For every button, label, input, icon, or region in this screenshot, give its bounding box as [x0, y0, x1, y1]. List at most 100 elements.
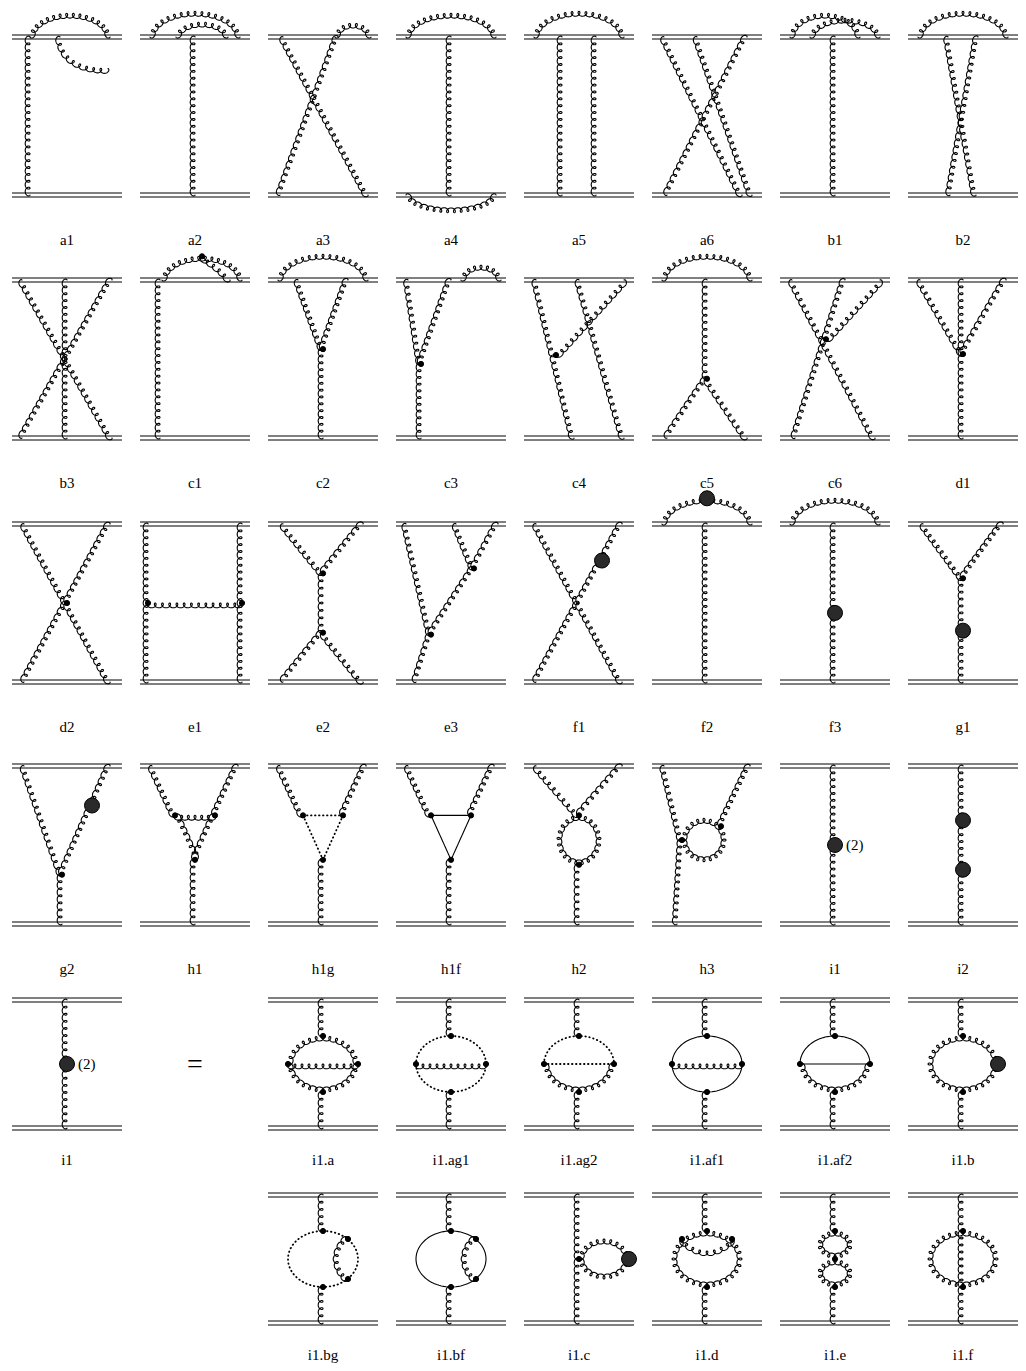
wilson-line	[268, 1193, 378, 1194]
feynman-diagram	[652, 35, 762, 197]
quark-line	[431, 815, 451, 859]
vertex-dot	[679, 1236, 684, 1241]
ghost-line	[323, 815, 343, 859]
gluon-line	[319, 278, 348, 349]
wilson-line	[652, 998, 762, 999]
gluon-line	[534, 11, 624, 38]
ghost-line	[303, 815, 323, 859]
vertex-dot	[576, 862, 581, 867]
wilson-line	[140, 922, 250, 923]
gluon-line	[149, 766, 175, 817]
vertex-dot	[345, 1236, 350, 1241]
vertex-dot	[428, 632, 433, 637]
gluon-line	[928, 1036, 998, 1092]
wilson-line	[780, 436, 890, 437]
vertex-dot	[448, 1089, 453, 1094]
gluon-line	[190, 36, 195, 196]
wilson-line	[780, 768, 890, 769]
feynman-diagram	[652, 764, 762, 926]
wilson-line	[780, 1126, 890, 1127]
gluon-line	[446, 999, 451, 1037]
wilson-line	[140, 684, 250, 685]
vertex-dot	[320, 347, 325, 352]
wilson-line	[12, 684, 122, 685]
wilson-line	[524, 768, 634, 769]
wilson-line	[780, 998, 890, 999]
vertex-dot	[739, 1061, 744, 1066]
vertex-dot	[823, 337, 828, 342]
vertex-dot	[448, 1228, 453, 1233]
wilson-line	[908, 440, 1018, 441]
wilson-line	[652, 1130, 762, 1131]
gluon-line	[702, 1286, 707, 1324]
vertex-dot	[471, 566, 476, 571]
wilson-line	[524, 35, 634, 36]
diagram-caption: f3	[829, 719, 842, 736]
gluon-line	[56, 36, 109, 73]
ghost-line	[303, 814, 343, 816]
gluon-line	[417, 279, 451, 365]
gluon-line	[30, 13, 110, 38]
diagram-caption: d2	[60, 719, 75, 736]
gluon-line	[19, 278, 112, 438]
wilson-line	[140, 39, 250, 40]
wilson-line	[524, 1126, 634, 1127]
wilson-line	[524, 1197, 634, 1198]
equals-sign: =	[187, 1049, 203, 1080]
vertex-dot	[64, 600, 69, 605]
diagram-caption: c5	[700, 475, 714, 492]
wilson-line	[524, 1130, 634, 1131]
gluon-line	[162, 256, 242, 281]
diagram-caption: c4	[572, 475, 586, 492]
gluon-line	[790, 498, 880, 525]
wilson-line	[140, 278, 250, 279]
self-energy-blob	[956, 862, 971, 877]
gluon-line	[830, 1286, 835, 1324]
gluon-line	[693, 36, 752, 196]
wilson-line	[780, 39, 890, 40]
feynman-diagram	[780, 998, 890, 1130]
wilson-line	[396, 764, 506, 765]
vertex-dot	[832, 1089, 837, 1094]
wilson-line	[780, 35, 890, 36]
wilson-line	[268, 436, 378, 437]
feynman-diagram	[268, 764, 378, 926]
feynman-diagram	[140, 11, 250, 197]
wilson-line	[908, 1002, 1018, 1003]
gluon-line	[702, 1194, 707, 1232]
vertex-dot	[576, 1256, 581, 1261]
diagram-caption: a1	[60, 232, 74, 249]
diagram-caption: a4	[444, 232, 458, 249]
wilson-line	[908, 193, 1018, 194]
self-energy-blob	[700, 491, 715, 506]
wilson-line	[908, 926, 1018, 927]
gluon-line	[452, 523, 474, 569]
wilson-line	[140, 35, 250, 36]
wilson-line	[780, 680, 890, 681]
feynman-diagram	[780, 498, 890, 684]
wilson-line	[652, 282, 762, 283]
gluon-line	[287, 1064, 359, 1069]
wilson-line	[396, 282, 506, 283]
wilson-line	[268, 998, 378, 999]
wilson-line	[268, 526, 378, 527]
wilson-line	[268, 922, 378, 923]
wilson-line	[780, 926, 890, 927]
wilson-line	[12, 440, 122, 441]
wilson-line	[780, 278, 890, 279]
gluon-line	[556, 280, 627, 357]
gluon-line	[662, 254, 752, 281]
vertex-dot	[867, 1061, 872, 1066]
self-energy-blob	[85, 798, 100, 813]
gluon-line	[718, 764, 750, 826]
gluon-line	[664, 35, 747, 195]
vertex-dot	[413, 1061, 418, 1066]
wilson-line	[652, 680, 762, 681]
wilson-line	[396, 35, 506, 36]
vertex-dot	[320, 630, 325, 635]
wilson-line	[652, 1002, 762, 1003]
ghost-line	[416, 1036, 486, 1092]
gluon-line	[280, 524, 323, 576]
vertex-dot	[192, 857, 197, 862]
wilson-line	[12, 39, 122, 40]
